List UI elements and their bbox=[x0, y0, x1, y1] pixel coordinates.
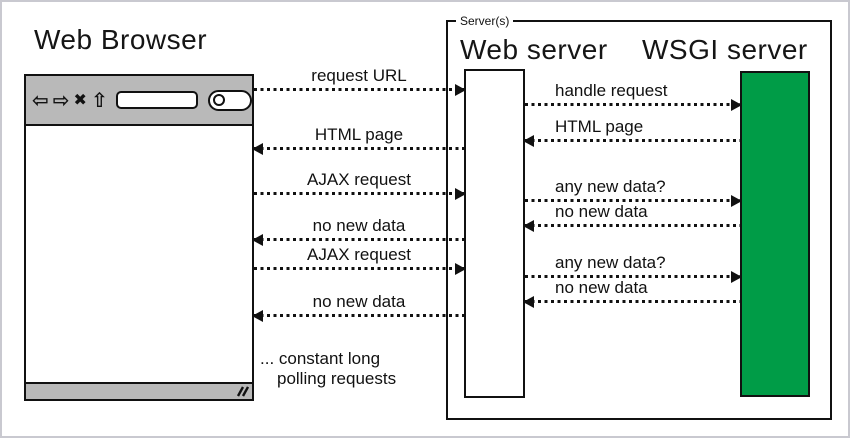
browser-statusbar bbox=[26, 382, 252, 399]
arrowhead-right-icon bbox=[455, 262, 466, 275]
message-any-new-data: any new data? bbox=[525, 253, 742, 283]
stop-icon: ✖ bbox=[73, 90, 87, 109]
magnifier-icon bbox=[212, 94, 225, 106]
home-icon: ⇧ bbox=[90, 88, 108, 112]
arrowhead-right-icon bbox=[731, 194, 742, 207]
long-polling-note: ... constant long polling requests bbox=[260, 349, 396, 389]
message-label: HTML page bbox=[555, 117, 644, 136]
message-no-new-data: no new data bbox=[252, 216, 464, 246]
dotted-arrow-right bbox=[254, 83, 466, 96]
arrowhead-right-icon bbox=[455, 187, 466, 200]
dotted-arrow-right bbox=[525, 194, 742, 207]
message-request-url: request URL bbox=[254, 66, 466, 96]
arrowhead-left-icon bbox=[523, 219, 534, 232]
message-html-page: HTML page bbox=[523, 117, 740, 147]
message-label: AJAX request bbox=[307, 245, 411, 264]
web-browser-title: Web Browser bbox=[34, 24, 208, 55]
dotted-arrow-left bbox=[252, 309, 464, 322]
message-any-new-data: any new data? bbox=[525, 177, 742, 207]
browser-window: ⇦ ⇨ ✖ ⇧ bbox=[24, 74, 254, 401]
browser-toolbar: ⇦ ⇨ ✖ ⇧ bbox=[26, 76, 252, 126]
arrowhead-left-icon bbox=[252, 142, 263, 155]
arrowhead-left-icon bbox=[523, 295, 534, 308]
dotted-arrow-right bbox=[254, 262, 466, 275]
message-label: request URL bbox=[311, 66, 407, 85]
note-line-2: polling requests bbox=[277, 369, 397, 388]
message-no-new-data: no new data bbox=[252, 292, 464, 322]
servers-group-label: Server(s) bbox=[456, 14, 514, 28]
message-ajax-request: AJAX request bbox=[254, 245, 466, 275]
arrowhead-left-icon bbox=[252, 309, 263, 322]
arrowhead-right-icon bbox=[455, 83, 466, 96]
message-label: no new data bbox=[312, 216, 406, 235]
message-label: no new data bbox=[312, 292, 406, 311]
dotted-arrow-left bbox=[523, 295, 740, 308]
message-ajax-request: AJAX request bbox=[254, 170, 466, 200]
web-server-lifeline bbox=[464, 69, 525, 398]
message-label: any new data? bbox=[555, 253, 666, 272]
message-label: no new data bbox=[555, 202, 648, 221]
message-no-new-data: no new data bbox=[523, 202, 740, 232]
dotted-arrow-left bbox=[252, 142, 464, 155]
message-html-page: HTML page bbox=[252, 125, 464, 155]
wsgi-server-title: WSGI server bbox=[642, 34, 808, 65]
message-label: AJAX request bbox=[307, 170, 411, 189]
dotted-arrow-right bbox=[254, 187, 466, 200]
message-handle-request: handle request bbox=[525, 81, 742, 111]
resize-handle-icon bbox=[236, 386, 249, 397]
note-line-1: ... constant long bbox=[260, 349, 381, 368]
search-box bbox=[207, 89, 252, 111]
arrowhead-left-icon bbox=[523, 134, 534, 147]
dotted-arrow-left bbox=[523, 219, 740, 232]
dotted-arrow-left bbox=[523, 134, 740, 147]
arrowhead-left-icon bbox=[252, 233, 263, 246]
address-bar bbox=[115, 91, 198, 109]
dotted-arrow-right bbox=[525, 98, 742, 111]
message-label: HTML page bbox=[314, 125, 404, 144]
dotted-arrow-left bbox=[252, 233, 464, 246]
forward-icon: ⇨ bbox=[52, 88, 70, 112]
web-server-title: Web server bbox=[460, 34, 608, 65]
message-no-new-data: no new data bbox=[523, 278, 740, 308]
arrowhead-right-icon bbox=[731, 270, 742, 283]
dotted-arrow-right bbox=[525, 270, 742, 283]
message-label: no new data bbox=[555, 278, 648, 297]
browser-viewport bbox=[26, 126, 252, 382]
wsgi-server-lifeline bbox=[740, 71, 810, 397]
message-label: handle request bbox=[555, 81, 668, 100]
message-label: any new data? bbox=[555, 177, 666, 196]
back-icon: ⇦ bbox=[32, 88, 49, 112]
arrowhead-right-icon bbox=[731, 98, 742, 111]
